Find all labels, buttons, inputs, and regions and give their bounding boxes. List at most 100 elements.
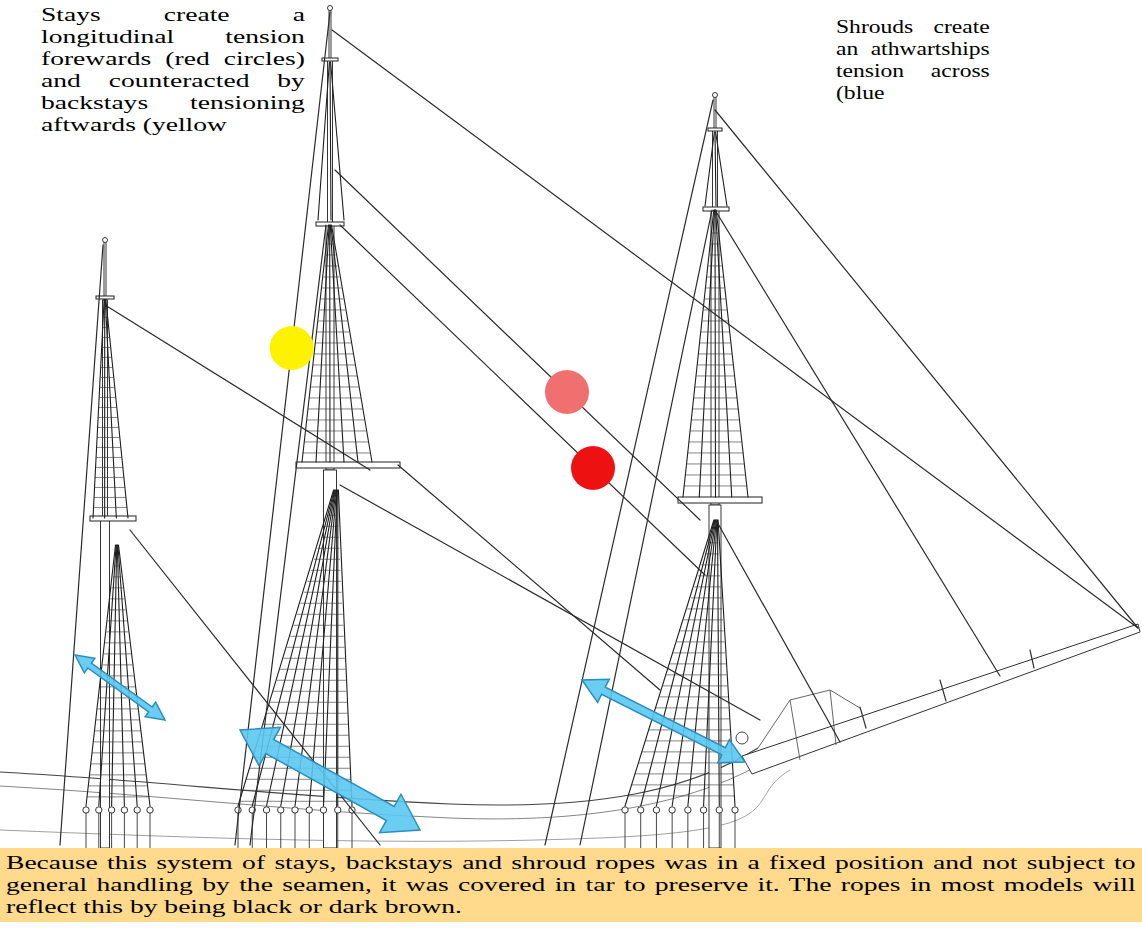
ratline xyxy=(113,576,121,577)
deadeye xyxy=(700,807,706,813)
backstay-rope xyxy=(235,12,330,845)
mizzen-top xyxy=(90,516,136,521)
ratline xyxy=(667,674,727,675)
ratline xyxy=(323,287,342,288)
mast-truck xyxy=(713,93,718,98)
deadeye xyxy=(96,807,102,813)
stay-rope xyxy=(130,530,380,845)
deadeye xyxy=(685,807,691,813)
shroud-rope xyxy=(93,300,104,518)
ratline xyxy=(284,658,345,659)
ratline xyxy=(96,467,123,468)
marker-group xyxy=(75,326,745,833)
shroud-rope xyxy=(330,62,331,220)
shroud-rope xyxy=(332,225,373,462)
note-band: Because this system of stays, backstays … xyxy=(0,848,1142,922)
shroud-rope xyxy=(112,545,117,806)
ratline xyxy=(695,386,735,387)
ratline xyxy=(702,564,719,565)
deadeye xyxy=(292,807,298,813)
shroud-rope xyxy=(715,132,716,206)
ratline xyxy=(304,592,341,593)
main-top xyxy=(296,462,400,468)
chain-plate xyxy=(703,813,704,850)
stay-rope xyxy=(335,170,700,520)
ratline xyxy=(310,397,361,398)
ratline xyxy=(315,353,353,354)
ratline xyxy=(328,243,334,244)
ratline xyxy=(698,364,733,365)
ratline xyxy=(308,408,362,409)
chain-plate xyxy=(295,813,296,850)
deadeye xyxy=(653,807,659,813)
ratline xyxy=(274,691,347,692)
ratline xyxy=(103,337,109,338)
chain-plate xyxy=(309,813,310,850)
ratline xyxy=(670,663,725,664)
ratline xyxy=(325,526,338,527)
ratline xyxy=(304,441,368,442)
ratline xyxy=(320,309,345,310)
ratline xyxy=(280,669,345,670)
ratline xyxy=(98,708,138,709)
deadeye xyxy=(235,807,241,813)
ratline xyxy=(325,265,337,266)
shroud-rope xyxy=(699,210,714,497)
ratline xyxy=(684,619,722,620)
ratline xyxy=(711,243,719,244)
ratline xyxy=(277,680,346,681)
chain-plate xyxy=(98,813,99,850)
ratline xyxy=(685,474,745,475)
shroud-rope xyxy=(318,62,329,220)
deck-line xyxy=(0,748,758,805)
ratline xyxy=(95,730,141,731)
ratline xyxy=(104,653,131,654)
ratline xyxy=(307,419,365,420)
fore-mast xyxy=(714,95,716,130)
ratline xyxy=(306,430,367,431)
stay-rope xyxy=(398,465,660,690)
stay-rope xyxy=(715,110,1138,628)
ratline xyxy=(316,342,351,343)
ratline xyxy=(328,515,337,516)
ratline xyxy=(656,707,728,708)
ratline xyxy=(705,553,718,554)
shroud-tension-arrow xyxy=(75,655,165,720)
ratline xyxy=(112,587,123,588)
ratline xyxy=(315,559,340,560)
mast-truck xyxy=(328,6,333,11)
ratline xyxy=(270,702,347,703)
stay-marker xyxy=(545,370,589,414)
ratline xyxy=(319,320,347,321)
ratline xyxy=(318,548,339,549)
deadeye xyxy=(716,807,722,813)
bowsprit-band xyxy=(860,707,866,728)
mast-truck xyxy=(103,238,108,243)
shroud-rope xyxy=(716,210,732,497)
ratline xyxy=(99,407,116,408)
ratline xyxy=(313,364,354,365)
chain-plate xyxy=(323,813,324,850)
ratline xyxy=(297,614,342,615)
shroud-rope xyxy=(716,132,727,206)
ratline xyxy=(691,597,721,598)
ratline xyxy=(695,586,721,587)
chain-plate xyxy=(111,813,112,850)
chain-plate xyxy=(137,813,138,850)
chain-plate xyxy=(735,813,736,850)
deadeye xyxy=(121,807,127,813)
shroud-rope xyxy=(316,225,329,462)
ratline xyxy=(324,276,339,277)
deadeye xyxy=(134,807,140,813)
ratline xyxy=(263,724,348,725)
ratline xyxy=(91,763,145,764)
ratline xyxy=(705,298,725,299)
chain-plate xyxy=(687,813,688,850)
ratline xyxy=(632,784,734,785)
ratline xyxy=(684,485,746,486)
ratline xyxy=(115,565,120,566)
mizzen-mast xyxy=(104,240,106,300)
deadeye xyxy=(622,807,628,813)
ratline xyxy=(107,631,128,632)
shroud-group xyxy=(83,62,748,850)
